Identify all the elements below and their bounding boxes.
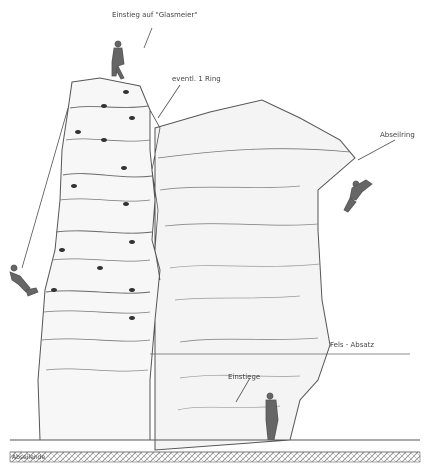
ground-hatch bbox=[10, 452, 420, 462]
label-start-top: Einstieg auf "Glasmeier" bbox=[112, 12, 198, 19]
label-starts: Einstiege bbox=[228, 374, 260, 381]
climber-figure-right bbox=[344, 180, 372, 212]
label-rappel-end: Abseilende bbox=[12, 455, 45, 461]
climber-figure-left bbox=[10, 265, 38, 296]
left-rock-pillar bbox=[38, 78, 160, 440]
label-rock-ledge: Fels - Absatz bbox=[330, 342, 374, 349]
label-optional-ring: eventl. 1 Ring bbox=[172, 76, 221, 83]
right-rock-block bbox=[155, 100, 355, 450]
climber-figure-top bbox=[112, 41, 124, 79]
label-rappel-ring: Abseilring bbox=[380, 132, 415, 139]
